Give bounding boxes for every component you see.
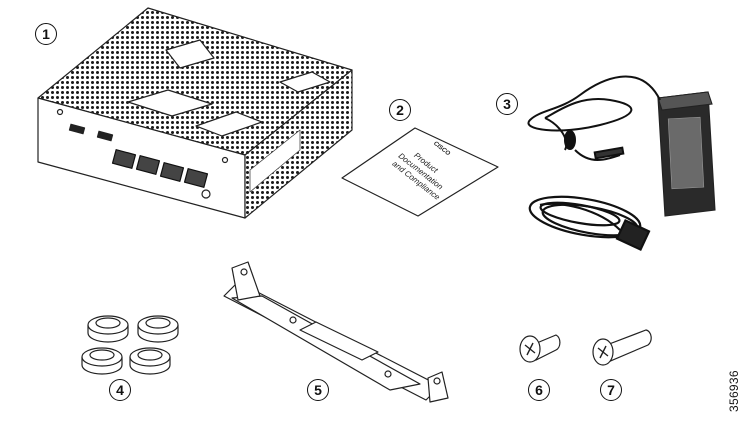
- front-screw: [221, 156, 229, 164]
- ac-power-cord: [528, 195, 651, 252]
- adapter-label: [667, 116, 705, 190]
- router-top-panel: [127, 89, 213, 117]
- long-screw: [592, 329, 652, 366]
- rubber-feet: [81, 315, 179, 375]
- figure-id: 356936: [727, 370, 741, 412]
- callout-rubber-feet: 4: [109, 379, 131, 401]
- dc-cable: [527, 75, 661, 161]
- ground-screw: [201, 189, 211, 199]
- rubber-foot: [81, 347, 123, 375]
- callout-short-screw: 6: [528, 379, 550, 401]
- usb-port: [68, 123, 86, 135]
- rubber-foot: [129, 347, 171, 375]
- router-top-panel: [279, 71, 331, 93]
- short-screw: [519, 334, 561, 363]
- router-top-panel: [195, 111, 263, 137]
- rubber-foot: [137, 315, 179, 343]
- console-port: [96, 130, 114, 142]
- callout-documentation: 2: [389, 99, 411, 121]
- power-supply: [527, 75, 716, 252]
- bracket-slot: [299, 321, 379, 361]
- mounting-bracket: [223, 261, 449, 403]
- bracket-right-tab: [427, 371, 449, 403]
- rubber-foot: [87, 315, 129, 343]
- callout-router: 1: [35, 23, 57, 45]
- callout-long-screw: 7: [600, 379, 622, 401]
- router-top-panel: [165, 39, 215, 69]
- documentation-sheet: CISCO Product Documentation and Complian…: [341, 127, 499, 217]
- router-side-panel: [249, 129, 301, 193]
- router: [37, 7, 353, 219]
- ethernet-ports: [111, 149, 209, 188]
- front-screw: [56, 108, 64, 116]
- callout-power-supply: 3: [496, 93, 518, 115]
- callout-mounting-bracket: 5: [307, 379, 329, 401]
- bracket-left-tab: [231, 261, 261, 301]
